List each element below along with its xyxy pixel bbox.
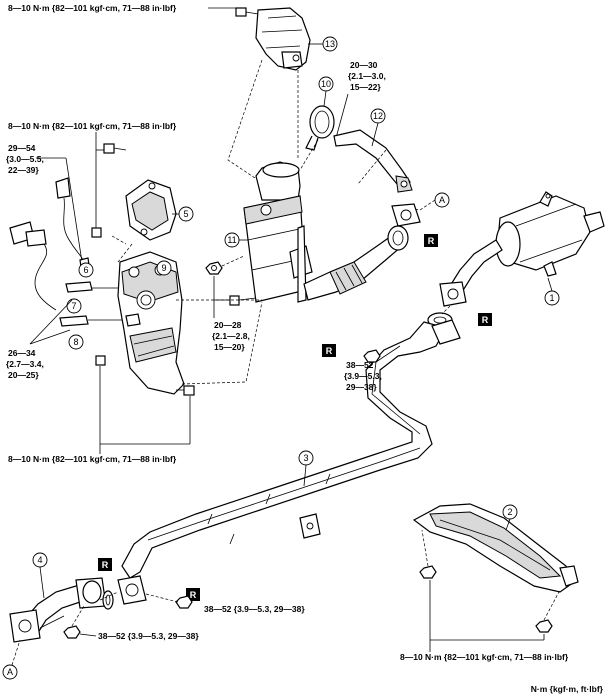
part-number-2: 2: [502, 504, 518, 531]
part-number-12: 12: [370, 108, 386, 147]
manifold-heat-insulator: [125, 179, 177, 241]
middle-exhaust-pipe: [121, 319, 461, 579]
catalyst-stay-bracket: [333, 129, 413, 193]
svg-text:8: 8: [73, 337, 78, 347]
gasket-ring: [305, 105, 335, 151]
upper-heat-insulator: [255, 7, 311, 71]
bolt: [176, 385, 195, 396]
torque-label-manifold-insulator: 8—10 N·m {82—101 kgf·cm, 71—88 in·lbf}: [8, 121, 177, 131]
torque-label-rear-sensor: 26—34: [8, 348, 36, 358]
torque-label-stay: 20—30: [350, 60, 378, 70]
svg-text:{2.7—3.4,: {2.7—3.4,: [6, 359, 44, 369]
part-number-1: 1: [544, 277, 560, 306]
part-number-7: 7: [66, 298, 82, 314]
part-number-5: 5: [172, 206, 194, 222]
reference-marker-a-lower: A: [2, 639, 21, 680]
part-number-10: 10: [318, 76, 334, 107]
svg-text:3: 3: [303, 453, 308, 463]
svg-text:2: 2: [507, 507, 512, 517]
part-number-4: 4: [32, 552, 48, 599]
svg-text:1: 1: [549, 293, 554, 303]
nut: [535, 619, 553, 633]
torque-label-front-pipe: 38—52 {3.9—5.3, 29—38}: [98, 631, 199, 641]
svg-text:R: R: [482, 315, 489, 325]
part-number-6: 6: [78, 262, 94, 278]
gasket-front: [102, 590, 114, 610]
part-number-3: 3: [298, 450, 314, 487]
gasket-upper: [391, 203, 421, 227]
svg-text:15—20}: 15—20}: [214, 342, 245, 352]
part-number-11: 11: [224, 232, 248, 248]
torque-label-front-flange: 38—52 {3.9—5.3, 29—38}: [204, 604, 305, 614]
bolt: [95, 355, 106, 366]
rear-oxygen-sensor: [9, 221, 93, 327]
main-silencer: [439, 191, 605, 307]
bolt: [103, 143, 127, 154]
part-number-8: 8: [68, 334, 84, 350]
torque-label-underbody-insulator: 8—10 N·m {82—101 kgf·cm, 71—88 in·lbf}: [400, 652, 569, 662]
svg-text:9: 9: [161, 263, 166, 273]
exhaust-manifold: [117, 251, 185, 395]
reference-marker-a-upper: A: [403, 192, 450, 211]
torque-label-upper-insulator: 8—10 N·m {82—101 kgf·cm, 71—88 in·lbf}: [8, 3, 177, 13]
svg-text:11: 11: [227, 235, 236, 245]
torque-label-converter: 20—28: [214, 320, 242, 330]
svg-text:15—22}: 15—22}: [350, 82, 381, 92]
nut: [419, 565, 437, 579]
svg-text:{3.0—5.5,: {3.0—5.5,: [6, 154, 44, 164]
svg-text:A: A: [439, 195, 445, 205]
nut: [205, 261, 223, 275]
svg-text:R: R: [428, 236, 435, 246]
svg-text:10: 10: [321, 79, 331, 89]
part-number-13: 13: [308, 36, 338, 52]
svg-text:A: A: [7, 667, 13, 677]
svg-text:5: 5: [183, 209, 188, 219]
front-exhaust-pipe: [9, 577, 107, 643]
torque-label-manifold: 8—10 N·m {82—101 kgf·cm, 71—88 in·lbf}: [8, 454, 177, 464]
svg-text:{2.1—3.0,: {2.1—3.0,: [348, 71, 386, 81]
svg-text:20—25}: 20—25}: [8, 370, 39, 380]
svg-text:22—39}: 22—39}: [8, 165, 39, 175]
pipe-flange-front: [117, 575, 147, 605]
front-oxygen-sensor: [55, 177, 91, 275]
bolt: [229, 295, 257, 306]
nut: [363, 349, 381, 363]
svg-text:{3.9—5.3,: {3.9—5.3,: [344, 371, 382, 381]
svg-text:6: 6: [83, 265, 88, 275]
units-note: N·m {kgf·m, ft·lbf}: [531, 684, 604, 694]
replace-marker-upper: R: [424, 234, 438, 247]
replace-marker-silencer: R: [478, 313, 492, 326]
svg-text:{2.1—2.8,: {2.1—2.8,: [212, 331, 250, 341]
svg-text:12: 12: [373, 111, 383, 121]
bolt: [91, 227, 102, 238]
svg-text:R: R: [190, 590, 197, 600]
part-number-9: 9: [156, 260, 172, 276]
svg-text:R: R: [102, 560, 109, 570]
svg-text:4: 4: [37, 555, 42, 565]
svg-text:13: 13: [325, 39, 335, 49]
bolt: [235, 7, 259, 17]
nut: [63, 625, 81, 639]
underbody-heat-insulator: [412, 503, 579, 593]
replace-marker-center: R: [322, 344, 336, 357]
torque-label-front-sensor: 29—54: [8, 143, 36, 153]
svg-text:7: 7: [71, 301, 76, 311]
catalytic-converter: [243, 161, 409, 303]
replace-marker-front: R: [98, 558, 112, 571]
nut: [175, 595, 193, 609]
svg-text:R: R: [326, 346, 333, 356]
torque-label-center-nut: 38—52: [346, 360, 374, 370]
svg-text:29—38}: 29—38}: [346, 382, 377, 392]
